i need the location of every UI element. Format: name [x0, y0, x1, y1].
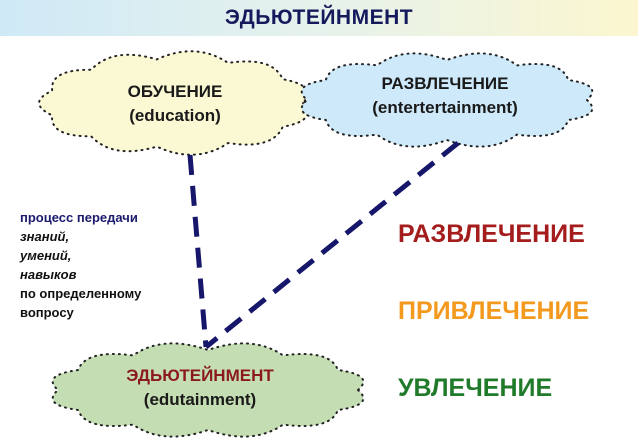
- education-label: ОБУЧЕНИЕ (education): [90, 80, 260, 128]
- entertainment-label: РАЗВЛЕЧЕНИЕ (entertertainment): [335, 72, 555, 120]
- entertainment-title: РАЗВЛЕЧЕНИЕ: [381, 74, 509, 93]
- connector-education-edutainment: [187, 154, 209, 348]
- education-title: ОБУЧЕНИЕ: [127, 82, 223, 101]
- process-line: умений,: [20, 248, 72, 263]
- process-line: по определенному: [20, 286, 142, 301]
- process-line: процесс передачи: [20, 210, 138, 225]
- process-line: знаний,: [20, 229, 70, 244]
- edutainment-label: ЭДЬЮТЕЙНМЕНТ (edutainment): [90, 364, 310, 412]
- entertainment-subtitle: (entertertainment): [372, 98, 518, 117]
- process-line: навыков: [20, 267, 77, 282]
- entertainment-cloud: [300, 52, 594, 148]
- education-cloud: [38, 50, 309, 156]
- page-title: ЭДЬЮТЕЙНМЕНТ: [224, 6, 414, 29]
- process-description: процесс передачи знаний, умений, навыков…: [20, 208, 141, 322]
- title-bar: ЭДЬЮТЕЙНМЕНТ: [0, 0, 638, 36]
- education-subtitle: (education): [129, 106, 221, 125]
- connector-entertainment-edutainment: [204, 141, 460, 349]
- edutainment-cloud: [51, 342, 365, 438]
- process-line: вопросу: [20, 305, 74, 320]
- word-uvlechenie: УВЛЕЧЕНИЕ: [398, 374, 553, 402]
- edutainment-subtitle: (edutainment): [143, 390, 257, 409]
- edutainment-title: ЭДЬЮТЕЙНМЕНТ: [126, 366, 274, 385]
- word-razvlechenie: РАЗВЛЕЧЕНИЕ: [398, 220, 585, 248]
- word-privlechenie: ПРИВЛЕЧЕНИЕ: [398, 297, 590, 325]
